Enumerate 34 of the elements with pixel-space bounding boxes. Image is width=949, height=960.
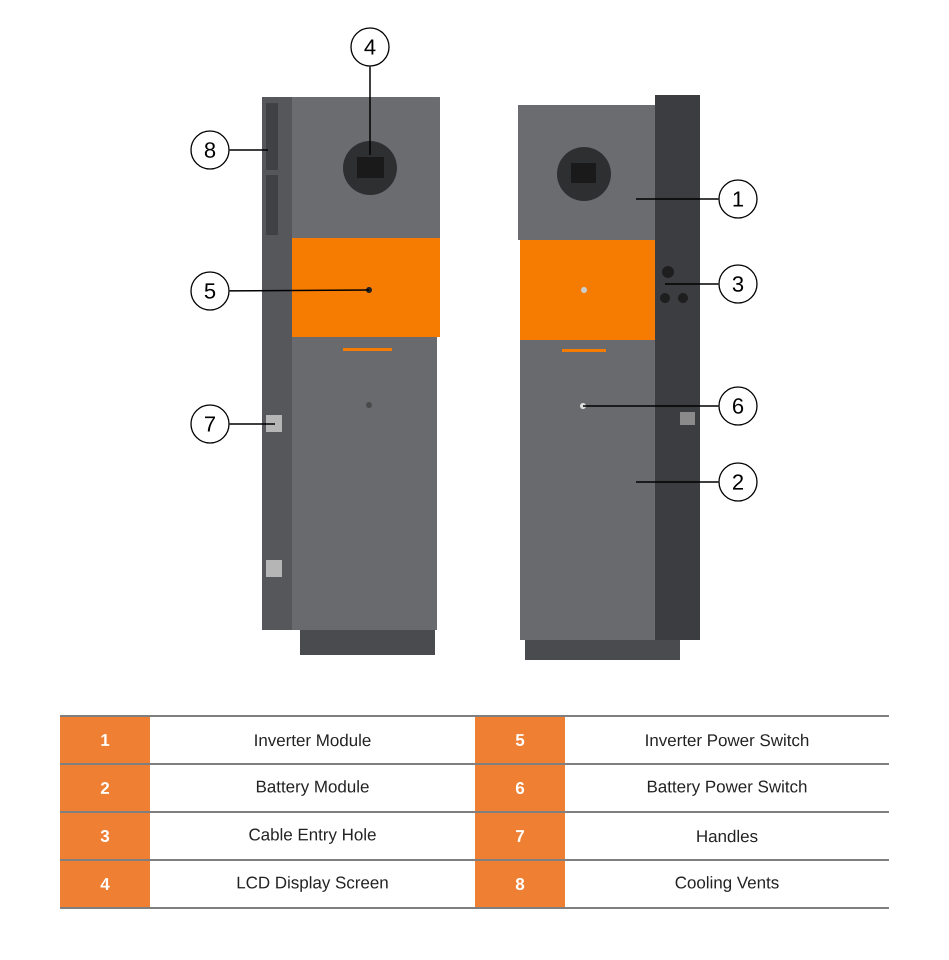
table-cell: Cable Entry Hole <box>249 828 376 844</box>
leader-line <box>369 66 371 155</box>
leader-line <box>583 405 718 407</box>
leader-line <box>636 198 718 200</box>
callout-number: 4 <box>350 27 390 67</box>
table-cell: 2 <box>60 765 150 811</box>
callout-number: 3 <box>718 264 758 304</box>
leader-line <box>230 149 268 151</box>
table-cell: 6 <box>475 765 565 811</box>
callout-number: 5 <box>190 271 230 311</box>
callout-number: 2 <box>718 462 758 502</box>
table-cell: Inverter Module <box>255 734 371 746</box>
table-cell: Cooling Vents <box>676 876 779 892</box>
callout-number: 1 <box>718 179 758 219</box>
leader-line <box>636 481 718 483</box>
picture <box>518 95 700 660</box>
table-cell: 5 <box>475 717 565 763</box>
table-cell: 7 <box>475 813 565 859</box>
table-cell: Handles <box>697 830 758 842</box>
table-cell: 4 <box>60 861 150 907</box>
table-cell: 1 <box>60 717 150 763</box>
table-cell: 8 <box>475 861 565 907</box>
picture <box>262 97 440 655</box>
table-cell: 3 <box>60 813 150 859</box>
table-cell: LCD Display Screen <box>238 876 388 892</box>
table-cell: Battery Power Switch <box>648 780 806 796</box>
callout-number: 7 <box>190 404 230 444</box>
callout-number: 6 <box>718 386 758 426</box>
leader-line <box>665 283 718 285</box>
callout-number: 8 <box>190 130 230 170</box>
leader-line <box>230 423 275 425</box>
leader-line <box>230 289 369 292</box>
table-cell: Battery Module <box>256 780 369 796</box>
table-cell: Inverter Power Switch <box>646 734 808 746</box>
